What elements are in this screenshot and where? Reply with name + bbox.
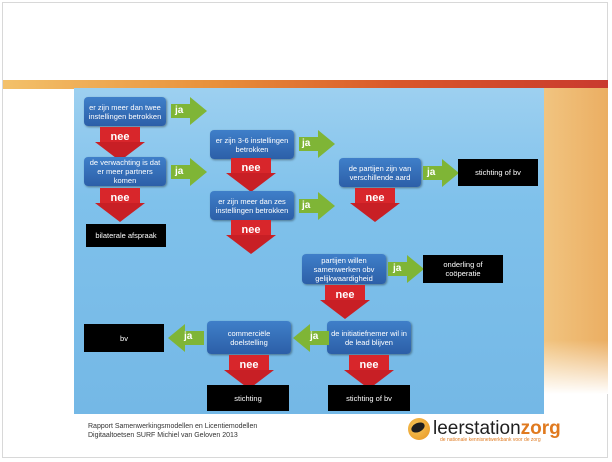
logo-text-part2: zorg (520, 418, 561, 439)
logo-text-part1: leerstation (433, 418, 521, 439)
question-text: partijen willen samenwerken obv gelijkwa… (313, 255, 375, 283)
question-box-equality: partijen willen samenwerken obv gelijkwa… (302, 254, 386, 284)
outcome-text: stichting of bv (475, 168, 521, 177)
no-arrow (226, 158, 276, 192)
yes-label: ja (310, 331, 319, 342)
question-box-more-than-two: er zijn meer dan twee instellingen betro… (84, 97, 166, 126)
yes-arrow (299, 130, 335, 158)
question-box-different-nature: de partijen zijn van verschillende aard (339, 158, 421, 187)
no-label: nee (110, 131, 130, 143)
question-box-more-than-six: er zijn meer dan zes instellingen betrok… (210, 191, 294, 220)
question-box-lead: de initiatiefnemer wil in de lead blijve… (327, 321, 411, 354)
no-label: nee (241, 162, 261, 174)
question-box-3-6-institutions: er zijn 3-6 instellingen betrokken (210, 130, 294, 159)
no-arrow (226, 220, 276, 254)
yes-arrow (423, 159, 459, 187)
no-label: nee (239, 359, 259, 371)
outcome-bilaterale-afspraak: bilaterale afspraak (86, 224, 166, 247)
no-arrow (344, 355, 394, 389)
outcome-stichting-of-bv-bottom: stichting of bv (328, 385, 410, 411)
question-text: de initiatiefnemer wil in de lead blijve… (331, 328, 407, 347)
question-text: er zijn meer dan zes instellingen betrok… (215, 196, 289, 215)
outcome-onderling-cooperatie: onderling of coöperatie (423, 255, 503, 283)
yes-arrow-left (168, 324, 204, 352)
yes-label: ja (302, 138, 311, 149)
outcome-text: bilaterale afspraak (95, 231, 157, 240)
question-text: er zijn 3-6 instellingen betrokken (215, 135, 289, 154)
footer-line-2: Digitaaltoetsen SURF Michiel van Geloven… (88, 432, 238, 439)
question-box-more-partners: de verwachting is dat er meer partners k… (84, 157, 166, 186)
no-arrow (320, 285, 370, 319)
question-text: de verwachting is dat er meer partners k… (89, 158, 161, 185)
yes-label: ja (393, 263, 402, 274)
outcome-text: onderling of coöperatie (443, 260, 483, 278)
yes-arrow (388, 255, 424, 283)
yes-label: ja (175, 166, 184, 177)
no-arrow (95, 127, 145, 161)
yes-arrow-left (293, 324, 329, 352)
no-label: nee (359, 359, 379, 371)
outcome-text: stichting of bv (346, 393, 392, 403)
footer-caption: Rapport Samenwerkingsmodellen en Licenti… (88, 422, 257, 440)
title-band (3, 80, 608, 89)
yes-arrow (171, 158, 207, 186)
yes-arrow (299, 192, 335, 220)
outcome-stichting: stichting (207, 385, 289, 411)
yes-label: ja (302, 200, 311, 211)
no-arrow (95, 188, 145, 222)
logo-tagline: de nationale kennisnetwerkbank voor de z… (440, 437, 541, 443)
question-box-commercial: commerciële doelstelling (207, 321, 291, 354)
no-arrow (224, 355, 274, 389)
side-band-fade (544, 340, 608, 394)
no-arrow (350, 188, 400, 222)
question-text: commerciële doelstelling (227, 328, 271, 347)
footer-line-1: Rapport Samenwerkingsmodellen en Licenti… (88, 423, 258, 430)
no-label: nee (335, 289, 355, 301)
logo-mark-icon (408, 418, 430, 440)
yes-label: ja (175, 105, 184, 116)
yes-label: ja (184, 331, 193, 342)
no-label: nee (110, 192, 130, 204)
question-text: er zijn meer dan twee instellingen betro… (88, 102, 162, 121)
outcome-text: bv (120, 333, 128, 343)
outcome-stichting-of-bv: stichting of bv (458, 159, 538, 186)
no-label: nee (365, 192, 385, 204)
yes-label: ja (427, 167, 436, 178)
outcome-bv: bv (84, 324, 164, 352)
question-text: de partijen zijn van verschillende aard (348, 163, 412, 182)
yes-arrow (171, 97, 207, 125)
no-label: nee (241, 224, 261, 236)
outcome-text: stichting (234, 393, 262, 403)
